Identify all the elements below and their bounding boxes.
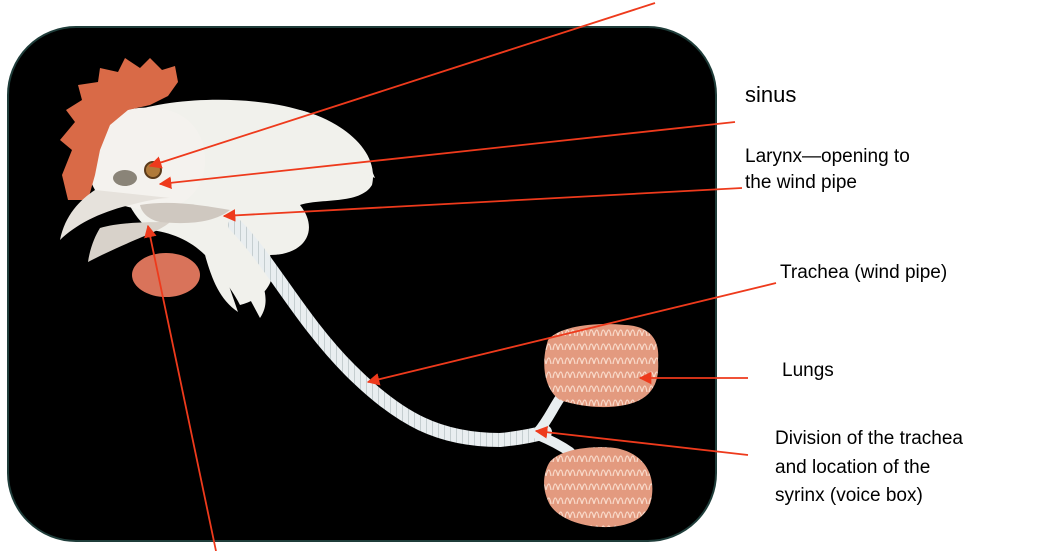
lung-upper (544, 324, 658, 407)
label-larynx: Larynx—opening to the wind pipe (745, 144, 910, 195)
label-larynx-line1: Larynx—opening to (745, 144, 910, 170)
label-syrinx: Division of the trachea and location of … (775, 425, 963, 511)
label-syrinx-line2: and location of the (775, 454, 963, 483)
label-lungs-text: Lungs (782, 360, 834, 381)
wattle (132, 253, 200, 297)
label-syrinx-line1: Division of the trachea (775, 425, 963, 454)
label-trachea-text: Trachea (wind pipe) (780, 262, 947, 283)
label-larynx-line2: the wind pipe (745, 170, 910, 196)
label-sinus: sinus (745, 80, 796, 110)
label-trachea: Trachea (wind pipe) (780, 260, 947, 286)
label-sinus-text: sinus (745, 82, 796, 107)
label-syrinx-line3: syrinx (voice box) (775, 482, 963, 511)
label-lungs: Lungs (782, 358, 834, 384)
sinus-cavity (113, 170, 137, 186)
